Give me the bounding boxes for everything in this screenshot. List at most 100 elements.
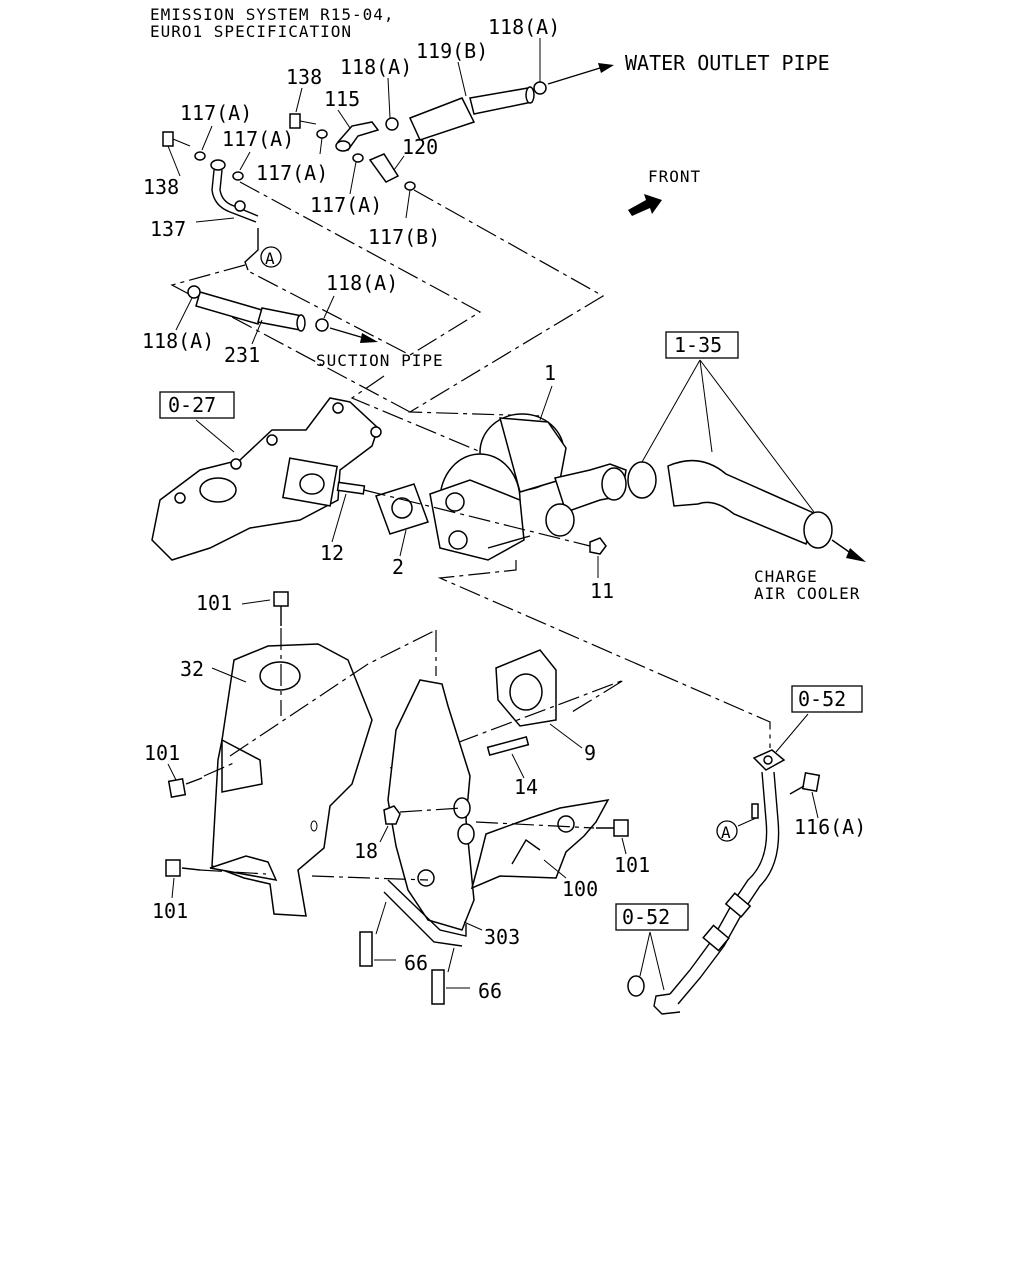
ref-0-52-b: 0-52 <box>622 905 670 929</box>
leader-1-35-a <box>641 359 701 463</box>
leader-0-27 <box>195 419 235 453</box>
leader-137 <box>195 217 235 223</box>
clamp-1-35-a[interactable] <box>627 461 657 499</box>
nut-18[interactable] <box>383 805 401 825</box>
leader-66-b-stem <box>447 947 455 973</box>
gasket-2[interactable] <box>375 483 429 535</box>
route-line-13 <box>399 807 463 813</box>
label-66-a: 66 <box>404 951 428 975</box>
ref-a-tag-2 <box>751 803 759 819</box>
route-line-15 <box>311 875 429 881</box>
clamp-118a-left[interactable] <box>187 285 201 299</box>
leader-101-bottom <box>171 877 175 899</box>
hose-119b[interactable] <box>408 86 535 141</box>
route-line-5 <box>363 489 591 547</box>
bolt-101-right[interactable] <box>596 819 629 837</box>
label-119b: 119(B) <box>416 39 488 63</box>
bolt-101-top[interactable] <box>273 591 289 626</box>
stud-12[interactable] <box>336 481 366 495</box>
leader-101-left <box>167 763 177 781</box>
bracket-303[interactable] <box>383 679 475 947</box>
nut-11[interactable] <box>589 537 607 555</box>
leader-120 <box>393 155 405 171</box>
leader-12 <box>331 493 347 543</box>
leader-119b <box>457 61 467 97</box>
oil-pipe-0-52[interactable] <box>627 749 786 1015</box>
bolt-101-left[interactable] <box>167 777 203 798</box>
leader-118a-left <box>175 297 193 331</box>
label-18: 18 <box>354 839 378 863</box>
arrow-water-outlet-head <box>598 63 614 73</box>
bolt-101-bottom[interactable] <box>165 859 201 877</box>
label-118a-top: 118(A) <box>488 15 560 39</box>
label-9: 9 <box>584 741 596 765</box>
leader-100 <box>543 859 567 879</box>
label-138-left: 138 <box>143 175 179 199</box>
label-66-b: 66 <box>478 979 502 1003</box>
exhaust-manifold[interactable] <box>151 397 382 561</box>
fitting-120[interactable] <box>368 153 400 183</box>
route-line-4 <box>350 375 489 456</box>
union-115[interactable] <box>335 121 380 152</box>
clamp-118a-mid[interactable] <box>315 318 329 332</box>
bolt-138-left[interactable] <box>162 131 191 147</box>
clamp-118a-top[interactable] <box>533 72 547 95</box>
label-116a: 116(A) <box>794 815 866 839</box>
ref-a-circle-1 <box>260 246 282 268</box>
washer-117a-1[interactable] <box>316 129 328 139</box>
pipe-137[interactable] <box>210 159 259 223</box>
label-117a-4: 117(A) <box>310 193 382 217</box>
ref-a-label-2: A <box>721 823 731 842</box>
leader-66-a-stem <box>375 901 387 935</box>
clamp-118a-b[interactable] <box>385 117 399 131</box>
label-117a-1: 117(A) <box>180 101 252 125</box>
label-101-left: 101 <box>144 741 180 765</box>
leader-117a-3 <box>319 137 323 155</box>
ref-a-leader-2 <box>737 817 757 827</box>
gasket-9[interactable] <box>495 649 557 727</box>
heat-protector-100[interactable] <box>470 799 610 890</box>
leader-2 <box>399 529 407 557</box>
leader-303 <box>463 921 483 931</box>
label-303: 303 <box>484 925 520 949</box>
leader-231 <box>251 319 263 345</box>
leader-117a-1 <box>201 125 213 151</box>
bolt-116a[interactable] <box>789 772 821 795</box>
turbocharger-1[interactable] <box>429 413 627 561</box>
diagram-title-line2: EURO1 SPECIFICATION <box>150 22 352 41</box>
bolt-138-top[interactable] <box>289 113 317 129</box>
leader-138-top <box>295 87 303 113</box>
label-2: 2 <box>392 555 404 579</box>
diagram-title-line1: EMISSION SYSTEM R15-04, <box>150 5 395 24</box>
label-101-top: 101 <box>196 591 232 615</box>
label-117b: 117(B) <box>368 225 440 249</box>
arrow-charge-air-head <box>846 548 866 562</box>
leader-0-52-a <box>775 713 809 753</box>
arrow-suction <box>329 327 365 339</box>
leader-18 <box>379 825 389 843</box>
leader-1-35-c <box>699 359 815 513</box>
clamp-1-35-b[interactable] <box>803 511 833 549</box>
stud-66-b[interactable] <box>431 969 445 1005</box>
ref-0-52-a: 0-52 <box>798 687 846 711</box>
leader-0-52-b-2 <box>649 931 665 991</box>
leader-115 <box>337 109 351 129</box>
label-101-right: 101 <box>614 853 650 877</box>
stud-66-a[interactable] <box>359 931 373 967</box>
route-line-8 <box>203 761 237 777</box>
front-arrow-icon <box>628 194 662 216</box>
leader-32 <box>211 667 247 683</box>
label-231: 231 <box>224 343 260 367</box>
label-138-top: 138 <box>286 65 322 89</box>
hose-231[interactable] <box>195 291 306 332</box>
heat-shield-32[interactable] <box>209 643 373 917</box>
stud-14[interactable] <box>486 736 530 756</box>
washer-117a-4[interactable] <box>232 171 244 181</box>
label-101-bottom: 101 <box>152 899 188 923</box>
route-line-1 <box>239 181 482 356</box>
leader-101-top <box>241 599 271 605</box>
hose-1-35[interactable] <box>667 459 817 546</box>
washer-117a-2[interactable] <box>352 153 364 163</box>
washer-117a-3[interactable] <box>194 151 206 161</box>
washer-117b[interactable] <box>404 181 416 191</box>
